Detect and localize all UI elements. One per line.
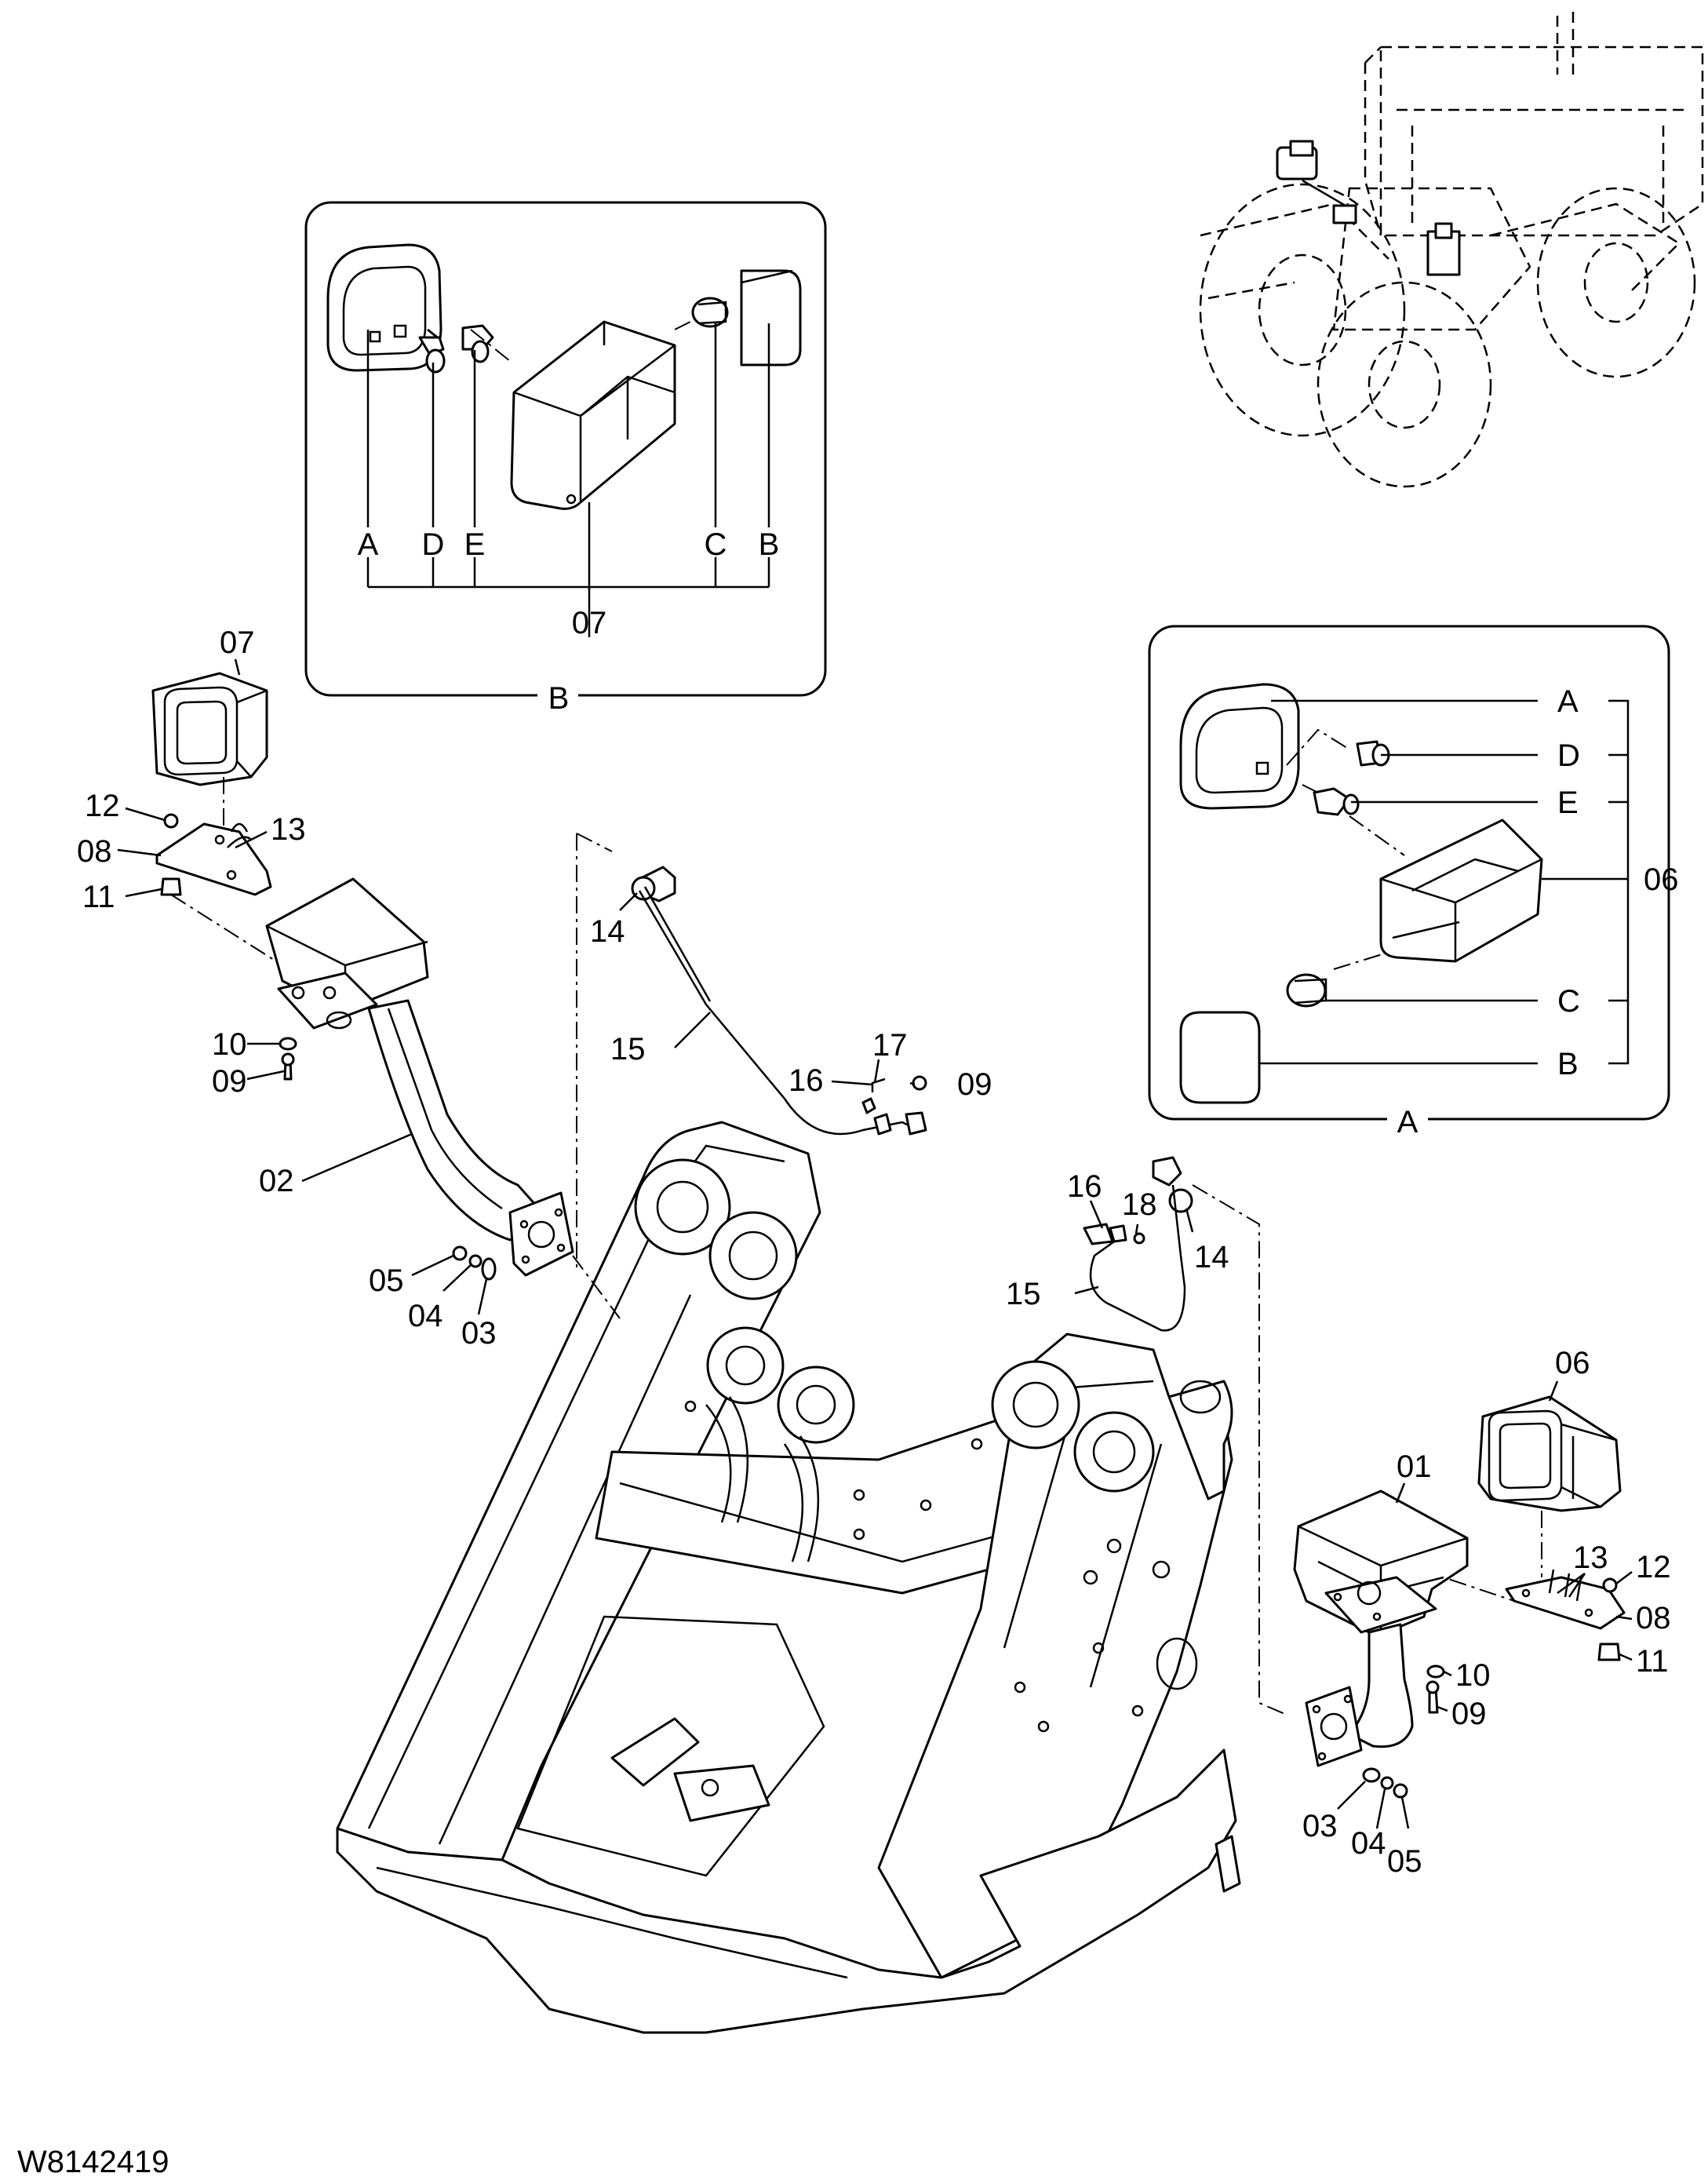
callout-left-bolt: 09 [212, 1064, 247, 1099]
callout-leaders [117, 658, 1633, 1829]
callout-clip-right: 16 [1067, 1169, 1102, 1204]
loader-frame [336, 1121, 1241, 2034]
harness-assemblies [576, 833, 1287, 1715]
detail-b-letter-e: E [464, 527, 486, 562]
callout-clamp-left: 14 [590, 914, 625, 949]
detail-a-title: A [1397, 1105, 1418, 1139]
detail-b-letter-c: C [705, 527, 727, 562]
detail-a-letter-e: E [1557, 786, 1579, 820]
callout-left-washer: 10 [212, 1027, 247, 1062]
callout-right-lamp: 06 [1555, 1346, 1590, 1380]
callout-right-bolt: 09 [1451, 1697, 1487, 1731]
detail-a-letter-d: D [1557, 738, 1580, 773]
callout-clip-left: 16 [788, 1063, 824, 1098]
detail-a-letter-c: C [1557, 984, 1580, 1019]
callout-clamp-right: 14 [1194, 1240, 1229, 1274]
detail-b-panel: A D E C B 07 B [304, 201, 827, 716]
callout-right-harness-clip: 13 [1573, 1540, 1608, 1575]
callout-left-plate: 08 [77, 834, 112, 869]
callout-band-right: 18 [1122, 1187, 1157, 1222]
detail-b-letter-d: D [422, 527, 445, 562]
callout-right-bracket: 01 [1397, 1449, 1432, 1484]
callout-right-nut: 12 [1636, 1550, 1671, 1584]
detail-a-panel: A D E C B 06 A [1148, 625, 1679, 1139]
callout-left-flat-washer: 03 [461, 1316, 497, 1351]
callout-left-lock-washer: 04 [408, 1299, 443, 1333]
callout-band-left: 17 [872, 1028, 908, 1063]
detail-b-letter-a: A [358, 527, 379, 562]
drawing-code: W8142419 [17, 2145, 169, 2179]
callout-left-lamp: 07 [220, 625, 255, 660]
callout-right-nut-lower: 05 [1387, 1844, 1422, 1879]
detail-b-part-number: 07 [572, 606, 607, 640]
callout-labels: 07 12 13 08 11 10 09 02 05 04 03 14 15 1… [77, 625, 1671, 1879]
callout-right-plate: 08 [1636, 1601, 1671, 1635]
callout-right-flat-washer: 03 [1302, 1809, 1338, 1843]
detail-b-title: B [548, 681, 570, 716]
detail-a-part-number: 06 [1644, 862, 1679, 897]
callout-left-nut-lower: 05 [369, 1263, 404, 1298]
detail-b-letter-b: B [759, 527, 780, 562]
callout-harness-right: 15 [1006, 1277, 1041, 1311]
callout-right-washer: 10 [1455, 1658, 1491, 1693]
callout-harness-left: 15 [610, 1032, 646, 1066]
callout-right-lock-washer: 04 [1351, 1826, 1386, 1861]
callout-left-bracket: 02 [259, 1164, 294, 1198]
left-lamp-assembly [151, 672, 621, 1319]
callout-bolt-left: 09 [957, 1067, 992, 1102]
detail-a-letter-a: A [1557, 684, 1579, 719]
detail-a-letter-b: B [1557, 1047, 1579, 1081]
callout-left-nut: 12 [85, 789, 120, 823]
callout-left-harness-clip: 13 [271, 812, 306, 847]
callout-right-grommet: 11 [1636, 1644, 1669, 1679]
right-lamp-assembly [1293, 1395, 1626, 1799]
callout-left-grommet: 11 [82, 880, 115, 914]
machine-overview [1199, 12, 1704, 488]
